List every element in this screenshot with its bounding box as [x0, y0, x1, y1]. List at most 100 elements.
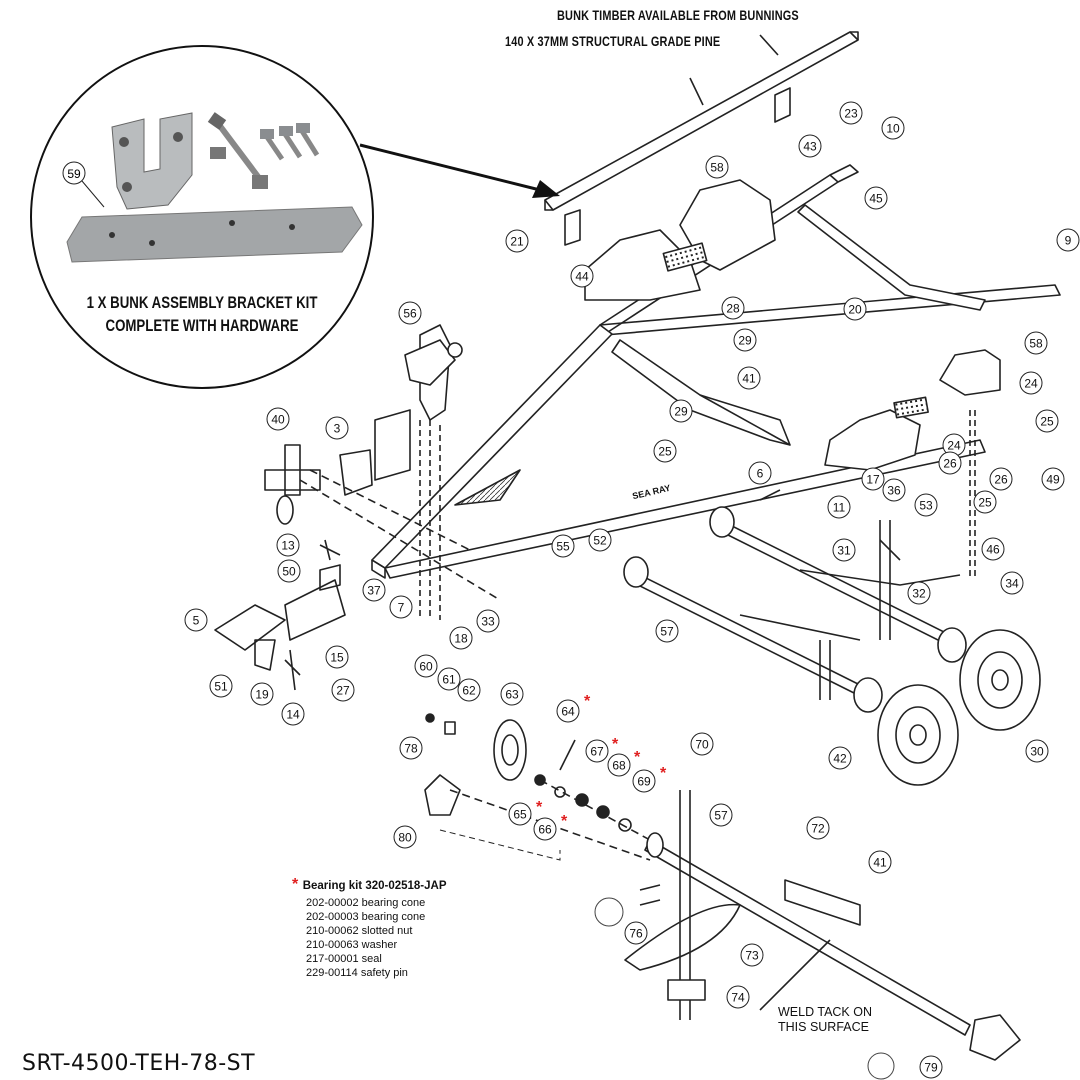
part-callout-43: 43	[798, 134, 822, 158]
svg-text:67: 67	[590, 745, 604, 759]
svg-text:64: 64	[561, 705, 575, 719]
svg-text:76: 76	[629, 927, 643, 941]
svg-text:74: 74	[731, 991, 745, 1005]
part-callout-73: 73	[740, 943, 764, 967]
svg-text:43: 43	[803, 140, 817, 154]
svg-text:6: 6	[757, 467, 764, 481]
svg-text:27: 27	[336, 684, 350, 698]
part-callout-5: 5	[184, 608, 208, 632]
part-callout-52: 52	[588, 528, 612, 552]
part-callout-58: 58	[705, 155, 729, 179]
svg-text:51: 51	[214, 680, 228, 694]
bearing-kit-marker-icon: *	[584, 693, 591, 710]
bearing-kit-list: * Bearing kit 320-02518-JAP 202-00002 be…	[292, 876, 447, 980]
svg-text:41: 41	[873, 856, 887, 870]
svg-text:57: 57	[714, 809, 728, 823]
part-callout-57: 57	[655, 619, 679, 643]
part-callout-55: 55	[551, 534, 575, 558]
part-callout-60: 60	[414, 654, 438, 678]
part-callout-50: 50	[277, 559, 301, 583]
svg-text:50: 50	[282, 565, 296, 579]
part-callout-23: 23	[839, 101, 863, 125]
svg-text:57: 57	[660, 625, 674, 639]
kit-caption-line2: COMPLETE WITH HARDWARE	[105, 316, 299, 335]
part-callout-29: 29	[669, 399, 693, 423]
svg-text:30: 30	[1030, 745, 1044, 759]
part-callout-53: 53	[914, 493, 938, 517]
weld-note-line2: THIS SURFACE	[778, 1020, 869, 1034]
part-callout-64: 64	[556, 699, 580, 723]
svg-text:65: 65	[513, 808, 527, 822]
part-callout-24: 24	[942, 433, 966, 457]
part-callout-17: 17	[861, 467, 885, 491]
part-callout-72: 72	[806, 816, 830, 840]
svg-text:56: 56	[403, 307, 417, 321]
svg-text:24: 24	[1024, 377, 1038, 391]
part-callout-33: 33	[476, 609, 500, 633]
svg-text:62: 62	[462, 684, 476, 698]
part-callout-45: 45	[864, 186, 888, 210]
part-callout-25: 25	[973, 490, 997, 514]
part-callout-66: 66	[533, 817, 557, 841]
part-callout-61: 61	[437, 667, 461, 691]
part-callout-44: 44	[570, 264, 594, 288]
part-callout-14: 14	[281, 702, 305, 726]
svg-text:32: 32	[912, 587, 926, 601]
part-callout-63: 63	[500, 682, 524, 706]
part-callout-76: 76	[624, 921, 648, 945]
part-callout-31: 31	[832, 538, 856, 562]
part-callout-65: 65	[508, 802, 532, 826]
svg-text:45: 45	[869, 192, 883, 206]
part-callout-51: 51	[209, 674, 233, 698]
svg-text:58: 58	[710, 161, 724, 175]
weld-note: WELD TACK ON THIS SURFACE	[778, 1005, 872, 1035]
svg-text:29: 29	[674, 405, 688, 419]
svg-text:17: 17	[866, 473, 880, 487]
part-callout-67: 67	[585, 739, 609, 763]
part-callout-80: 80	[393, 825, 417, 849]
bearing-kit-star-icon: *	[292, 876, 299, 893]
svg-text:11: 11	[833, 501, 846, 515]
bearing-kit-marker-icon: *	[561, 813, 568, 830]
part-callout-29: 29	[733, 328, 757, 352]
part-callout-10: 10	[881, 116, 905, 140]
part-callout-15: 15	[325, 645, 349, 669]
part-callout-56: 56	[398, 301, 422, 325]
svg-text:15: 15	[330, 651, 344, 665]
bearing-kit-marker-icon: *	[612, 736, 619, 753]
part-callout-21: 21	[505, 229, 529, 253]
svg-text:72: 72	[811, 822, 825, 836]
svg-text:79: 79	[924, 1061, 938, 1075]
svg-text:66: 66	[538, 823, 552, 837]
svg-text:58: 58	[1029, 337, 1043, 351]
part-callout-7: 7	[389, 595, 413, 619]
svg-text:33: 33	[481, 615, 495, 629]
part-callout-74: 74	[726, 985, 750, 1009]
svg-text:37: 37	[367, 584, 381, 598]
svg-text:70: 70	[695, 738, 709, 752]
part-callout-49: 49	[1041, 467, 1065, 491]
part-callout-13: 13	[276, 533, 300, 557]
kit-caption-line1: 1 X BUNK ASSEMBLY BRACKET KIT	[86, 293, 318, 312]
bearing-kit-item: 217-00001 seal	[306, 953, 382, 965]
bearing-kit-title: Bearing kit 320-02518-JAP	[302, 880, 447, 892]
svg-text:24: 24	[947, 439, 961, 453]
svg-text:55: 55	[556, 540, 570, 554]
part-callout-26: 26	[938, 451, 962, 475]
svg-text:10: 10	[886, 122, 900, 136]
svg-text:5: 5	[193, 614, 200, 628]
svg-text:40: 40	[271, 413, 285, 427]
part-callout-42: 42	[828, 746, 852, 770]
part-callout-69: 69	[632, 769, 656, 793]
svg-text:44: 44	[575, 270, 589, 284]
bearing-kit-marker-icon: *	[536, 799, 543, 816]
svg-text:78: 78	[404, 742, 418, 756]
model-number: SRT-4500-TEH-78-ST	[22, 1051, 256, 1076]
part-callout-68: 68	[607, 753, 631, 777]
svg-text:28: 28	[726, 302, 740, 316]
svg-text:20: 20	[848, 303, 862, 317]
svg-text:14: 14	[286, 708, 300, 722]
svg-text:31: 31	[837, 544, 851, 558]
bearing-kit-item: 202-00003 bearing cone	[306, 911, 426, 923]
